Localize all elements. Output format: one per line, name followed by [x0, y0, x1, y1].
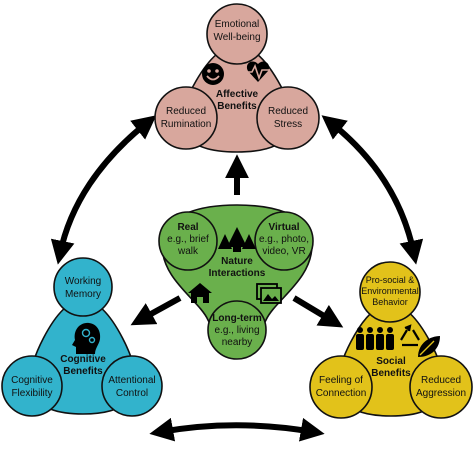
- affective-title-line1: Affective: [216, 89, 259, 100]
- cognitive-top-line2: Memory: [65, 289, 101, 300]
- cognitive-top-line1: Working: [65, 276, 102, 287]
- affective-right-line2: Stress: [274, 119, 302, 130]
- virtual-line2: video, VR: [262, 246, 305, 257]
- trees-icon: [218, 227, 256, 252]
- virtual-line1: e.g., photo,: [259, 234, 309, 245]
- real-line1: e.g., brief: [167, 234, 209, 245]
- attentional-control-circle: [101, 355, 163, 417]
- affective-left-line1: Reduced: [166, 106, 206, 117]
- nature-interactions-cluster: Real e.g., brief walk Virtual e.g., phot…: [158, 204, 314, 360]
- smiley-icon: [202, 63, 224, 85]
- emotional-wellbeing-circle: [206, 3, 268, 65]
- people-icon: [356, 327, 394, 350]
- photo-icon: [256, 283, 282, 304]
- affective-title-line2: Benefits: [217, 101, 257, 112]
- leaf-icon: [418, 336, 440, 357]
- real-line2: walk: [177, 246, 199, 257]
- cognitive-left-line2: Flexibility: [11, 388, 52, 399]
- recycle-icon: [400, 324, 420, 347]
- arrow-affective-social: [321, 115, 424, 265]
- nature-title-line1: Nature: [221, 256, 253, 267]
- heartbeat-icon: [246, 61, 270, 82]
- long-term-title: Long-term: [212, 313, 262, 324]
- reduced-rumination-circle: [154, 86, 218, 150]
- nature-title-line2: Interactions: [209, 268, 266, 279]
- affective-top-line2: Well-being: [213, 32, 260, 43]
- affective-right-line1: Reduced: [268, 106, 308, 117]
- affective-top-line1: Emotional: [215, 19, 259, 30]
- long-term-circle: [207, 300, 267, 360]
- long-term-line1: e.g., living: [214, 325, 259, 336]
- social-left-line1: Feeling of: [319, 375, 363, 386]
- brain-head-icon: [72, 322, 101, 354]
- cognitive-left-line1: Cognitive: [11, 375, 53, 386]
- reduced-stress-circle: [256, 86, 320, 150]
- long-term-line2: nearby: [222, 337, 253, 348]
- social-top-line1: Pro-social &: [366, 275, 415, 285]
- social-title-line2: Benefits: [371, 368, 411, 379]
- real-title: Real: [177, 222, 198, 233]
- social-top-line2: Environmental: [361, 286, 419, 296]
- social-title-line1: Social: [376, 356, 406, 367]
- social-right-line1: Reduced: [421, 375, 461, 386]
- real-circle: [158, 211, 218, 271]
- cognitive-title-line2: Benefits: [63, 366, 103, 377]
- cognitive-right-line2: Control: [116, 388, 148, 399]
- virtual-circle: [254, 211, 314, 271]
- social-top-line3: Behavior: [372, 297, 408, 307]
- social-right-line2: Aggression: [416, 388, 466, 399]
- working-memory-circle: [53, 257, 113, 317]
- cognitive-flexibility-circle: [1, 355, 63, 417]
- cognitive-right-line1: Attentional: [108, 375, 155, 386]
- prosocial-behavior-circle: [359, 261, 421, 323]
- virtual-title: Virtual: [269, 222, 300, 233]
- affective-benefits-cluster: Emotional Well-being Reduced Rumination …: [154, 3, 320, 153]
- social-benefits-cluster: Pro-social & Environmental Behavior Feel…: [309, 261, 473, 419]
- arrow-cognitive-social: [149, 417, 325, 442]
- reduced-aggression-circle: [409, 355, 473, 419]
- cognitive-title-line1: Cognitive: [60, 354, 106, 365]
- social-left-line2: Connection: [316, 388, 367, 399]
- affective-left-line2: Rumination: [161, 119, 212, 130]
- arrow-nature-to-social: [292, 295, 344, 328]
- house-icon: [188, 283, 212, 303]
- arrow-nature-to-cognitive: [130, 295, 182, 326]
- cognitive-benefits-cluster: Working Memory Cognitive Flexibility Att…: [1, 257, 163, 417]
- arrow-affective-cognitive: [50, 115, 157, 265]
- feeling-of-connection-circle: [309, 355, 373, 419]
